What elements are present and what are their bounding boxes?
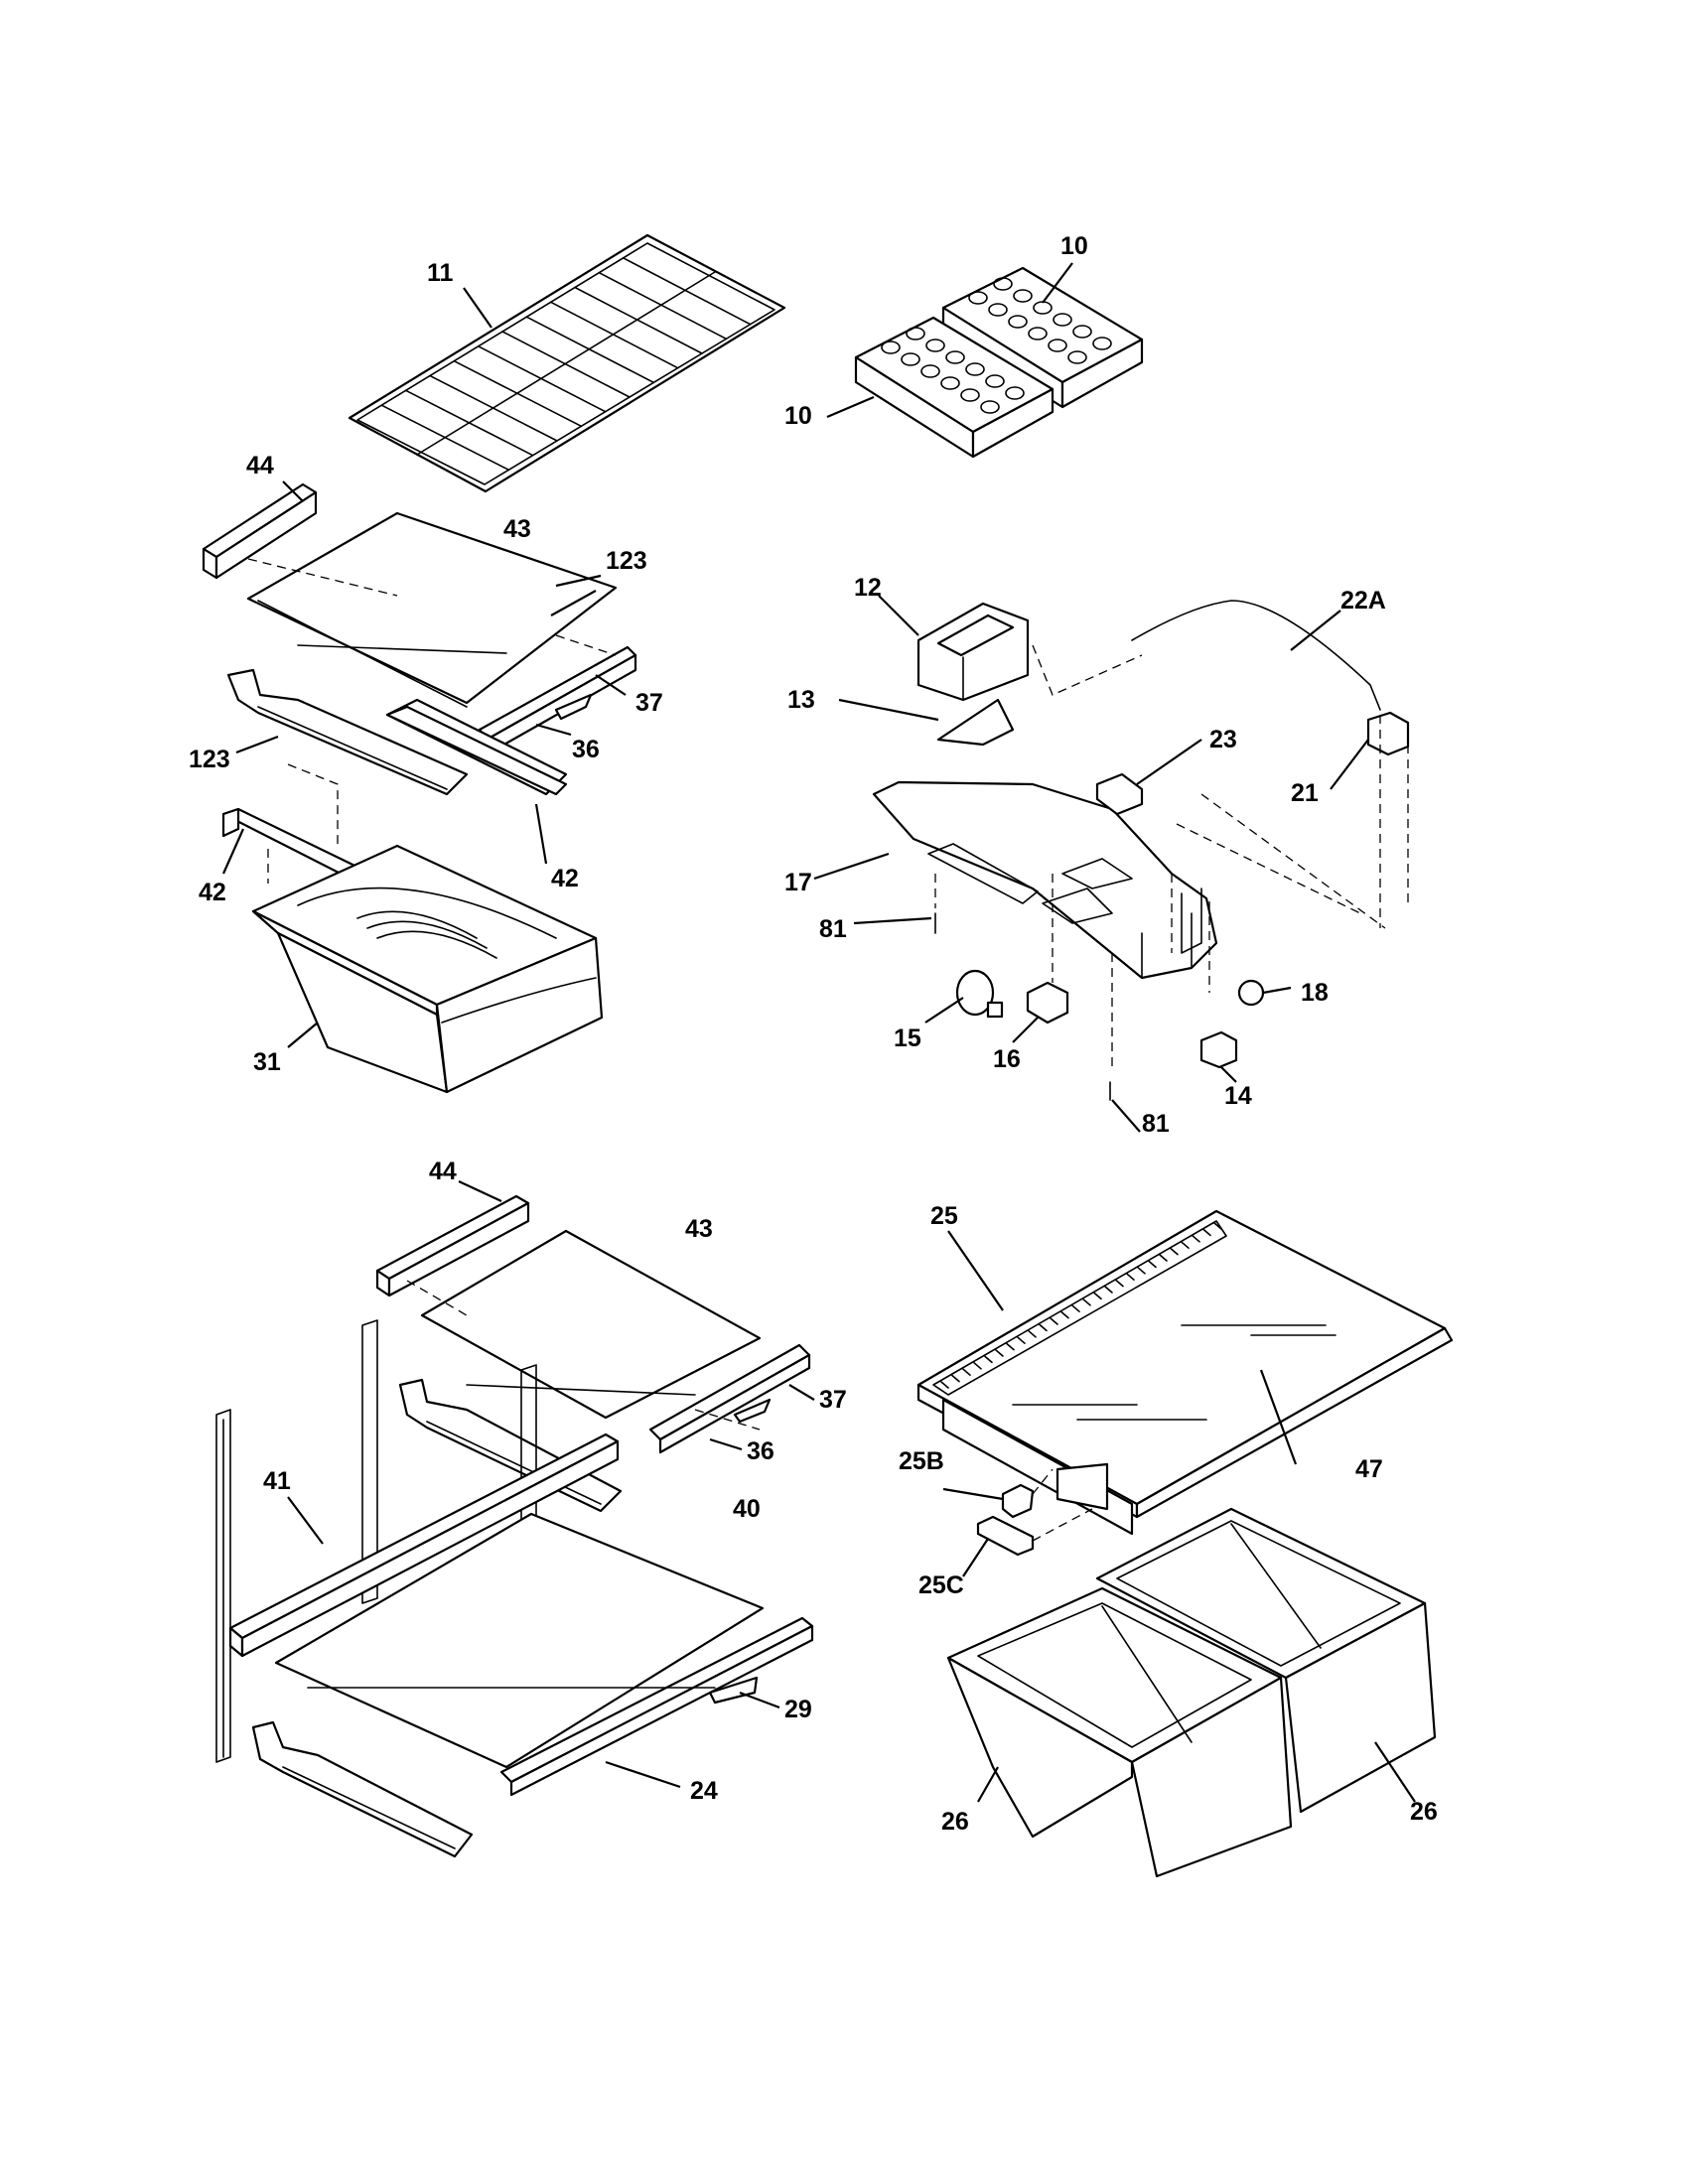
callout-43-lower: 43: [685, 1215, 713, 1243]
callout-10-upper: 10: [1060, 232, 1088, 260]
socket-part-16: [1026, 981, 1069, 1024]
callout-36-lower: 36: [747, 1437, 774, 1465]
glass-shelf-part-40: [274, 1512, 765, 1769]
callout-42-left: 42: [199, 879, 226, 906]
callout-123-upper: 123: [606, 547, 647, 575]
callout-40: 40: [733, 1495, 761, 1523]
wall-ladder-left: [215, 1409, 231, 1763]
callout-18: 18: [1301, 979, 1329, 1007]
glass-shelf-part-43-upper: [246, 511, 618, 708]
callout-21: 21: [1291, 779, 1319, 807]
callout-47: 47: [1355, 1455, 1383, 1483]
crisper-cover-part-25: [916, 1209, 1454, 1536]
lower-shelf-dashed-guides: [406, 1280, 761, 1431]
dial-part-13: [936, 698, 1015, 747]
callout-24: 24: [690, 1777, 718, 1805]
callout-29: 29: [784, 1696, 812, 1723]
callout-37-lower: 37: [819, 1386, 847, 1414]
switch-part-14: [1199, 1030, 1238, 1069]
knob-part-18: [1237, 979, 1265, 1007]
callout-15: 15: [894, 1024, 921, 1052]
housing-dashed-guides: [934, 644, 1409, 1072]
callout-22A: 22A: [1340, 587, 1386, 614]
callout-23: 23: [1209, 726, 1237, 753]
shelf-trim-part-41: [228, 1433, 620, 1658]
callout-25: 25: [930, 1202, 958, 1230]
switch-part-23: [1095, 772, 1144, 816]
callout-10-lower: 10: [784, 402, 812, 430]
callout-31: 31: [253, 1048, 281, 1076]
light-bulb-part-15: [955, 969, 1004, 1019]
wire-shelf-part-11: [348, 233, 786, 493]
callout-12: 12: [854, 574, 882, 602]
callout-81-lower: 81: [1142, 1110, 1170, 1138]
callout-41: 41: [263, 1467, 291, 1495]
callout-14: 14: [1224, 1082, 1252, 1110]
crisper-drawer-part-31: [251, 844, 604, 1094]
crisper-drawer-part-26-left: [946, 1586, 1293, 1878]
clip-part-25B: [1001, 1483, 1035, 1519]
callout-17: 17: [784, 869, 812, 896]
connector-part-21: [1366, 711, 1410, 756]
callout-labels: 11 10 10 44 43 123 37 36 123 42 42 31 12…: [189, 232, 1438, 1836]
callout-123-lower: 123: [189, 746, 230, 773]
callout-25C: 25C: [918, 1571, 964, 1599]
shelf-support-part-42-upper-a: [385, 705, 568, 796]
control-knob-part-12: [916, 602, 1030, 702]
wire-harness-part-22A: [1131, 600, 1381, 711]
callout-44-lower: 44: [429, 1158, 457, 1185]
callout-25B: 25B: [899, 1447, 944, 1475]
callout-13: 13: [787, 686, 815, 714]
ice-tray-part-10-lower: [854, 316, 1055, 459]
callout-44-upper: 44: [246, 452, 274, 479]
crisper-drawer-part-26-right: [1095, 1507, 1437, 1814]
callout-42-right: 42: [551, 865, 579, 892]
shelf-trim-part-44-lower: [375, 1194, 530, 1297]
callout-26-left: 26: [941, 1808, 969, 1836]
callout-81-upper: 81: [819, 915, 847, 943]
leader-lines: [221, 262, 1416, 1803]
glass-shelf-part-43-lower: [420, 1229, 762, 1420]
shelf-rail-part-37-lower: [648, 1343, 811, 1454]
callout-43-upper: 43: [503, 515, 531, 543]
control-housing-part-17: [872, 780, 1218, 980]
shelf-trim-part-44-upper: [202, 482, 318, 580]
callout-26-right: 26: [1410, 1798, 1438, 1826]
callout-11: 11: [427, 259, 454, 287]
callout-36-upper: 36: [572, 736, 600, 763]
shelf-rail-part-29: [499, 1616, 814, 1797]
crisper-dashed-guides: [1032, 1468, 1093, 1542]
callout-16: 16: [993, 1045, 1021, 1073]
clip-part-25C: [976, 1515, 1035, 1557]
upper-shelf-dashed-guides: [247, 558, 617, 884]
shelf-bracket-part-24: [251, 1687, 716, 1858]
callout-37-upper: 37: [635, 689, 663, 717]
